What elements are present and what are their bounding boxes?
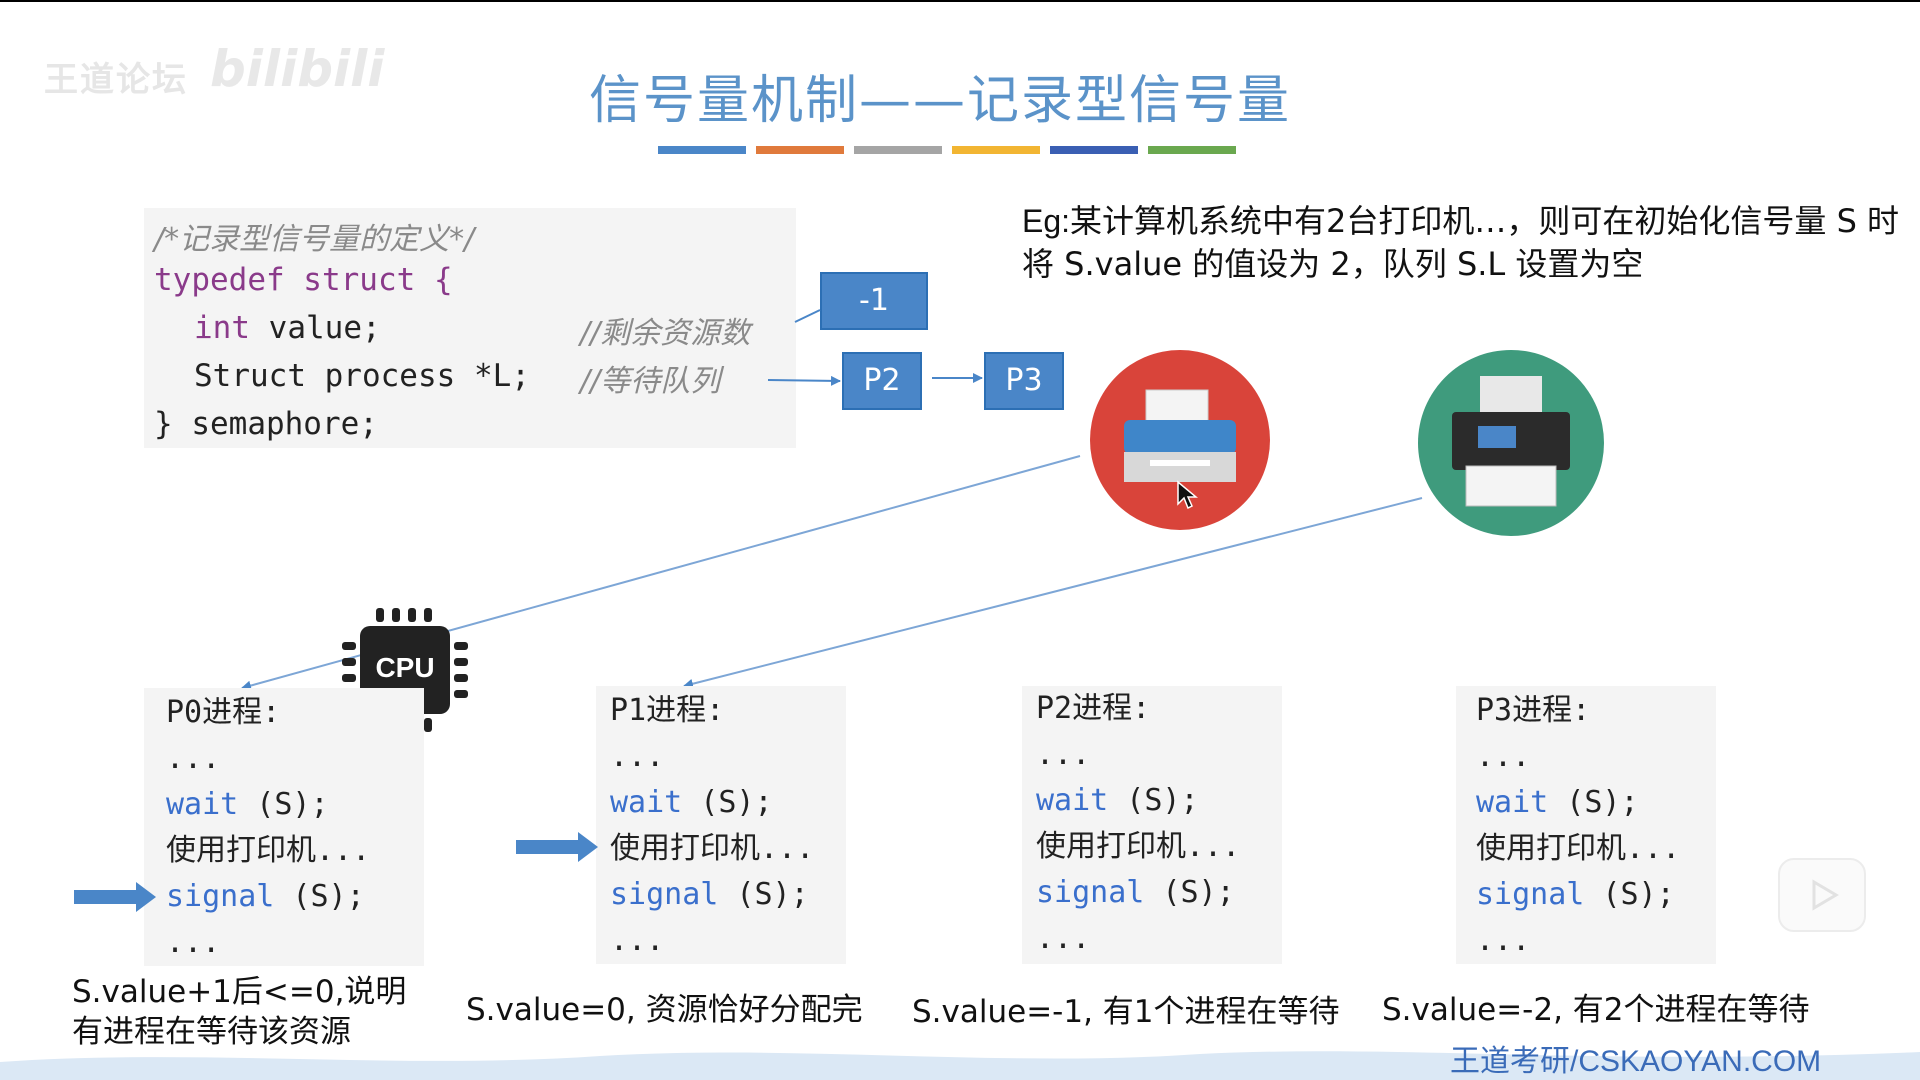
process-box-p3 (1456, 686, 1716, 964)
caption-p2: S.value=-1, 有1个进程在等待 (912, 994, 1340, 1030)
definition-line-close: } semaphore; (154, 406, 378, 442)
process-box-p2 (1022, 686, 1282, 964)
p3-dots-bottom: ... (1476, 923, 1531, 958)
p0-wait-line: wait (S); (166, 782, 370, 828)
queue-node-p3: P3 (984, 352, 1064, 410)
p1-current-arrow-icon (516, 832, 598, 862)
process-p0-code: P0进程:... wait (S); 使用打印机... signal (S);... (166, 690, 370, 966)
process-p2-code: P2进程:... wait (S); 使用打印机... signal (S);... (1036, 686, 1240, 962)
value-pointer-line (794, 309, 821, 323)
p2-signal-line: signal (S); (1036, 870, 1240, 916)
printer2-to-p1-line (683, 497, 1423, 689)
value-comment: //剩余资源数 (580, 316, 751, 351)
p3-wait-line: wait (S); (1476, 780, 1680, 826)
play-icon (1812, 879, 1839, 911)
example-text: Eg:某计算机系统中有2台打印机…，则可在初始化信号量 S 时将 S.value… (1022, 200, 1902, 286)
p3-wait-arg: (S); (1548, 785, 1639, 820)
title-bar-6 (1148, 146, 1236, 154)
p2-wait-arg: (S); (1108, 783, 1199, 818)
example-prefix: Eg: (1022, 203, 1071, 239)
p2-dots-top: ... (1036, 737, 1091, 772)
p1-signal-line: signal (S); (610, 872, 814, 918)
p2-use-line: 使用打印机... (1036, 829, 1241, 864)
p2-signal-arg: (S); (1144, 875, 1235, 910)
p0-dots-top: ... (166, 741, 221, 776)
watermark-text: 王道论坛 (44, 60, 188, 100)
p1-signal-arg: (S); (718, 877, 809, 912)
printer-red-icon (1090, 350, 1270, 530)
p2-signal: signal (1036, 875, 1145, 910)
mouse-cursor-icon (1177, 480, 1198, 510)
bottom-wave-decoration (0, 1051, 1920, 1080)
title-bar-5 (1050, 146, 1138, 154)
printer-green-drawing (1452, 376, 1570, 507)
p1-wait-arg: (S); (682, 785, 773, 820)
int-keyword: int (194, 310, 250, 346)
top-border (0, 0, 1920, 2)
p0-dots-bottom: ... (166, 925, 221, 960)
p3-signal-line: signal (S); (1476, 872, 1680, 918)
p1-wait: wait (610, 785, 683, 820)
p3-wait: wait (1476, 785, 1549, 820)
typedef-text: typedef struct { (154, 262, 453, 298)
p0-wait-arg: (S); (238, 787, 329, 822)
queue-node-p2: P2 (842, 352, 922, 410)
p2-dots-bottom: ... (1036, 921, 1091, 956)
caption-p1: S.value=0, 资源恰好分配完 (466, 992, 863, 1028)
title-bar-2 (756, 146, 844, 154)
queue-comment: //等待队列 (580, 364, 721, 399)
play-button[interactable] (1778, 858, 1866, 932)
p3-name: P3进程: (1476, 693, 1591, 728)
p3-signal: signal (1476, 877, 1585, 912)
p0-signal: signal (166, 879, 275, 914)
title-bar-4 (952, 146, 1040, 154)
p0-current-arrow-icon (74, 882, 156, 912)
caption-p0: S.value+1后<=0,说明 有进程在等待该资源 (72, 974, 407, 1050)
p3-signal-arg: (S); (1584, 877, 1675, 912)
footer-brand: 王道考研/CSKAOYAN.COM (1450, 1045, 1822, 1078)
p0-wait: wait (166, 787, 239, 822)
printer-red-drawing (1124, 389, 1236, 482)
page-title: 信号量机制——记录型信号量 (588, 71, 1291, 131)
p2-wait-line: wait (S); (1036, 778, 1240, 824)
value-box: -1 (820, 272, 928, 330)
process-p1-code: P1进程:... wait (S); 使用打印机... signal (S);... (610, 688, 814, 964)
title-bar-3 (854, 146, 942, 154)
p1-name: P1进程: (610, 693, 725, 728)
process-p3-code: P3进程:... wait (S); 使用打印机... signal (S);... (1476, 688, 1680, 964)
process-box-p1 (596, 686, 846, 964)
definition-comment: /*记录型信号量的定义*/ (154, 222, 475, 257)
example-body: 某计算机系统中有2台打印机…，则可在初始化信号量 S 时将 S.value 的值… (1022, 202, 1900, 283)
definition-line-value: int value; (194, 310, 381, 346)
title-bar-1 (658, 146, 746, 154)
p1-signal: signal (610, 877, 719, 912)
p0-use-line: 使用打印机... (166, 833, 371, 868)
p1-dots-top: ... (610, 739, 665, 774)
p2-wait: wait (1036, 783, 1109, 818)
definition-line-typedef: typedef struct { (154, 262, 453, 298)
cpu-label: CPU (375, 652, 435, 683)
semaphore-definition (144, 208, 796, 448)
p2-name: P2进程: (1036, 691, 1151, 726)
caption-p3: S.value=-2, 有2个进程在等待 (1382, 992, 1810, 1028)
printer-green-icon (1418, 350, 1604, 536)
p0-signal-arg: (S); (274, 879, 365, 914)
p1-wait-line: wait (S); (610, 780, 814, 826)
p3-use-line: 使用打印机... (1476, 831, 1681, 866)
definition-line-queue: Struct process *L; (194, 358, 530, 394)
value-field: value; (250, 310, 381, 346)
p1-dots-bottom: ... (610, 923, 665, 958)
queue-head-arrow (767, 375, 841, 386)
p0-name: P0进程: (166, 695, 281, 730)
p3-dots-top: ... (1476, 739, 1531, 774)
bilibili-logo: bilibili (210, 40, 385, 98)
p0-signal-line: signal (S); (166, 874, 370, 920)
p1-use-line: 使用打印机... (610, 831, 815, 866)
process-box-p0 (144, 688, 424, 966)
